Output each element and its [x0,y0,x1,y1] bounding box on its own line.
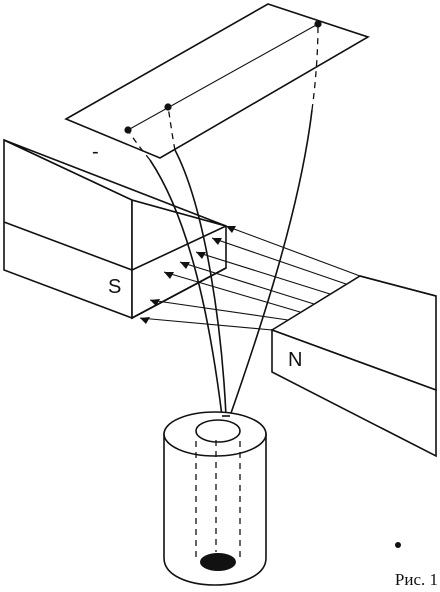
pole-n-label: N [288,349,302,371]
magnet-s: S [3,138,227,320]
field-line-7 [139,317,273,331]
plate-surface [64,3,370,159]
field-line-4 [179,261,315,305]
plate-conductor [127,23,319,131]
source-container [163,411,267,586]
magnet-s-bottom-edge [131,267,227,319]
marker-dot [395,542,401,548]
magnet-s-edge [3,221,133,271]
plate-charge-sign: - [92,141,99,163]
beam-left-solid [149,159,223,417]
beam-right-dashed [311,23,319,111]
beam-middle-dashed [167,106,176,151]
field-line-5 [163,271,301,313]
plate-point-middle [164,103,172,111]
particle-beams [127,23,319,417]
beam-right-solid [229,109,313,417]
container-opening [195,419,241,443]
beam-middle-solid [174,149,227,417]
magnet-s-top [3,139,227,227]
field-arrow-2 [212,238,222,245]
field-line-1 [225,225,361,277]
deflection-plate: - [64,3,370,163]
field-lines [139,225,361,331]
field-arrow-7 [140,317,150,324]
field-arrow-6 [150,299,160,306]
container-body [163,433,267,586]
field-arrow-1 [226,226,236,233]
beam-left-dashed [127,129,151,161]
magnet-n: N [270,275,437,458]
figure-caption: Рис. 1 [394,570,438,589]
field-line-3 [195,251,331,295]
field-line-6 [149,299,289,321]
field-arrow-4 [180,262,190,269]
magnet-n-front [271,328,437,458]
magnet-s-edge-diag [131,225,227,271]
magnet-n-far-edge [359,275,437,297]
plate-point-right [314,20,322,28]
field-arrow-5 [164,272,174,279]
field-arrow-3 [196,252,206,259]
pole-s-label: S [108,276,121,298]
radioactive-sample [200,553,236,571]
